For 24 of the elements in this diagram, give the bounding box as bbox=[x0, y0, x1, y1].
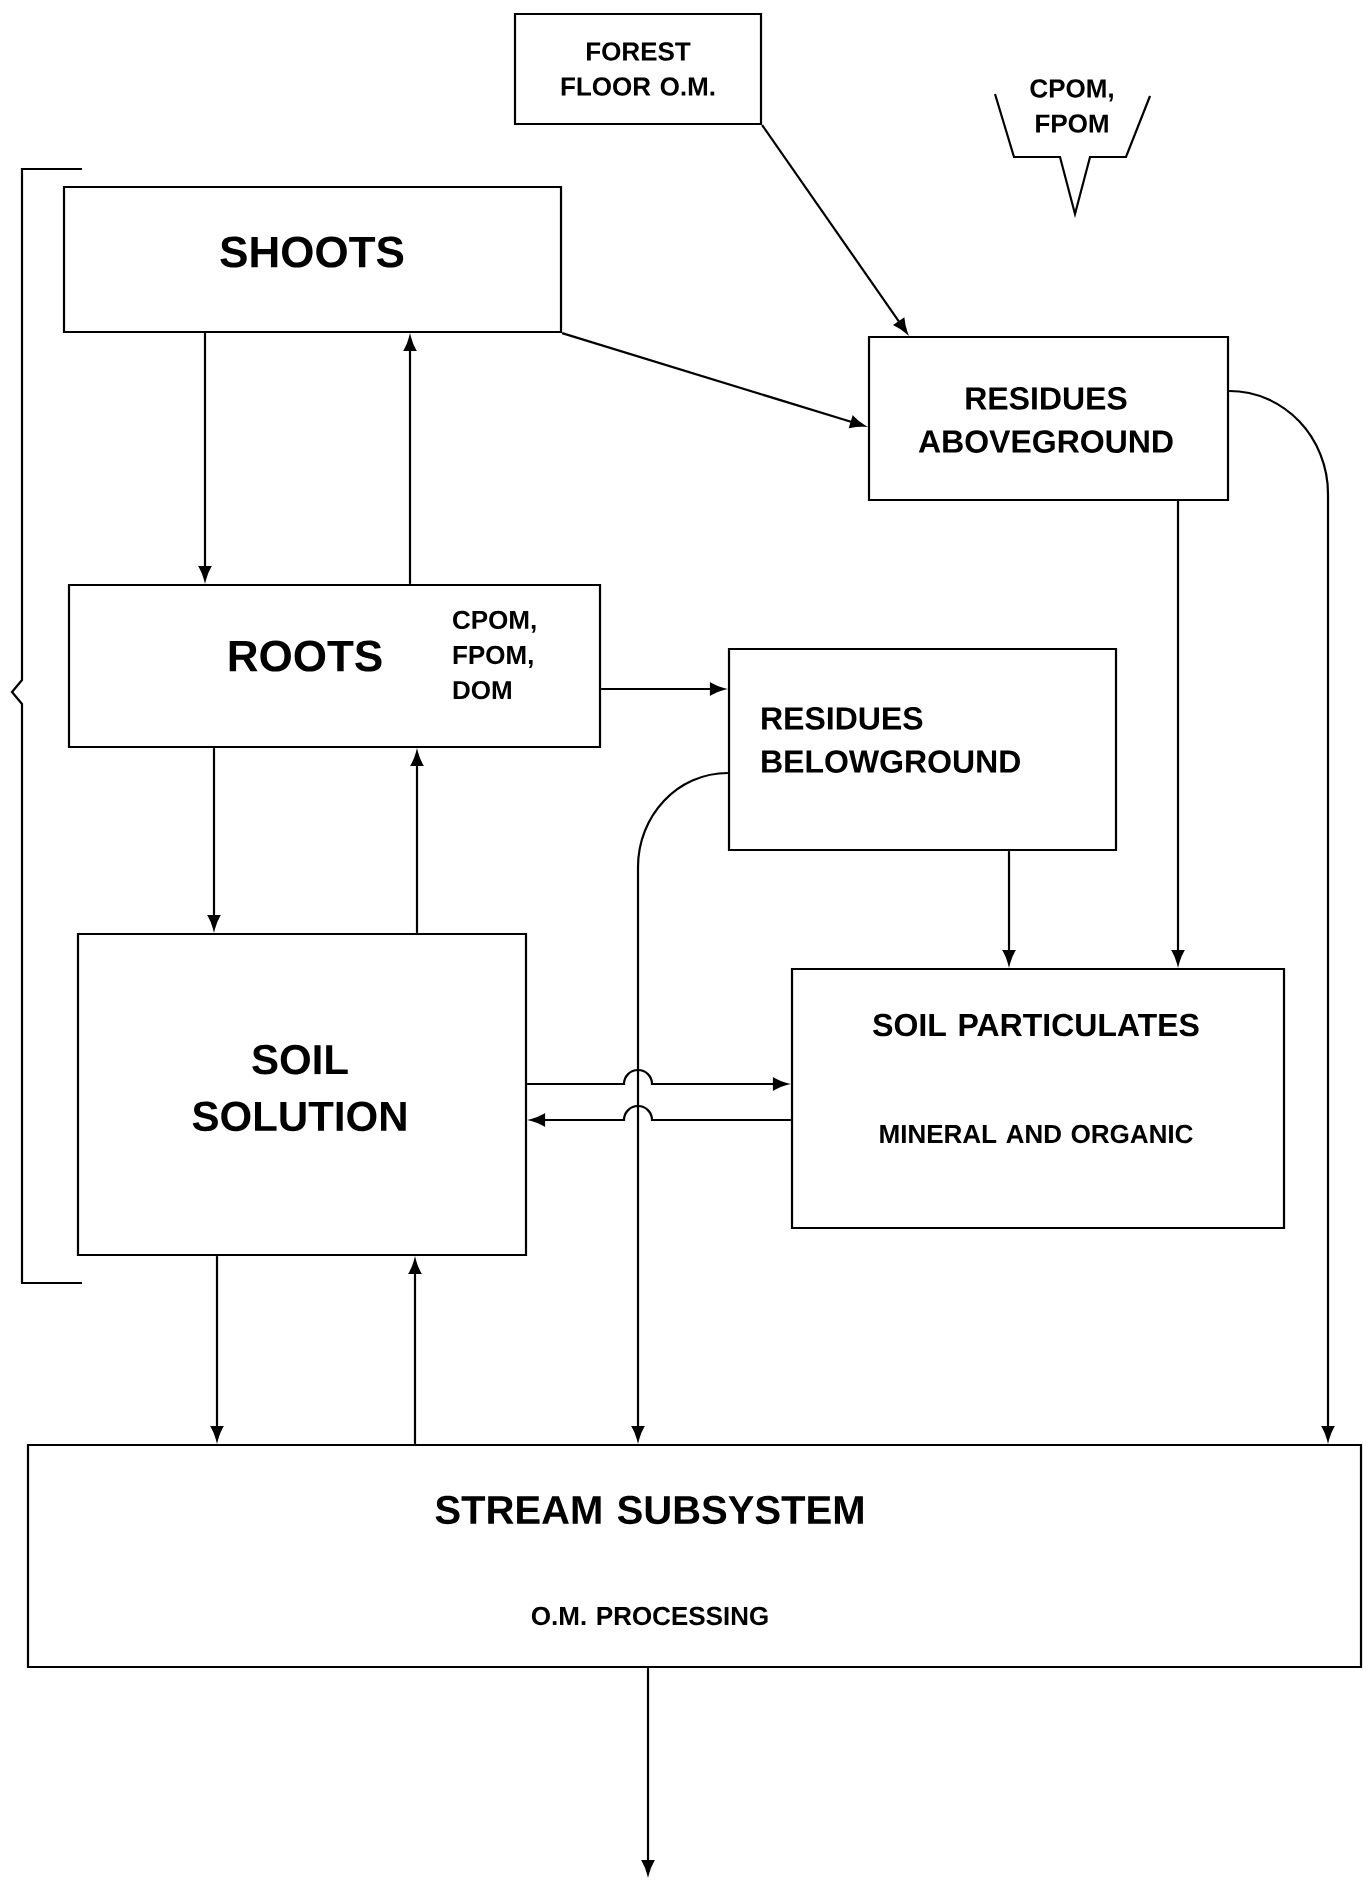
arrow bbox=[207, 748, 221, 930]
arrow bbox=[198, 333, 212, 581]
process-box: SOIL PARTICULATES MINERAL AND ORGANIC bbox=[790, 967, 1286, 1230]
process-box: RESIDUES ABOVEGROUND bbox=[867, 335, 1230, 502]
arrow bbox=[530, 1104, 791, 1127]
process-box: SOIL SOLUTION bbox=[76, 932, 528, 1257]
process-box: ROOTS CPOM, FPOM, DOM bbox=[67, 583, 602, 749]
arrow bbox=[1171, 501, 1185, 965]
arrow bbox=[210, 1256, 224, 1441]
process-box: RESIDUES BELOWGROUND bbox=[727, 647, 1118, 852]
arrow bbox=[601, 682, 725, 696]
process-box: SHOOTS bbox=[62, 185, 563, 334]
arrow bbox=[1229, 389, 1335, 1441]
process-box: STREAM SUBSYSTEM O.M. PROCESSING bbox=[26, 1443, 1363, 1669]
arrow bbox=[410, 751, 424, 933]
arrow bbox=[761, 124, 908, 334]
arrow bbox=[641, 1668, 655, 1875]
arrow bbox=[1002, 851, 1016, 965]
arrow bbox=[527, 1068, 788, 1091]
process-box: FOREST FLOOR O.M. bbox=[513, 12, 763, 126]
arrow bbox=[561, 332, 865, 428]
arrow bbox=[408, 1259, 422, 1444]
arrow bbox=[403, 336, 417, 584]
arrow bbox=[631, 771, 728, 1441]
